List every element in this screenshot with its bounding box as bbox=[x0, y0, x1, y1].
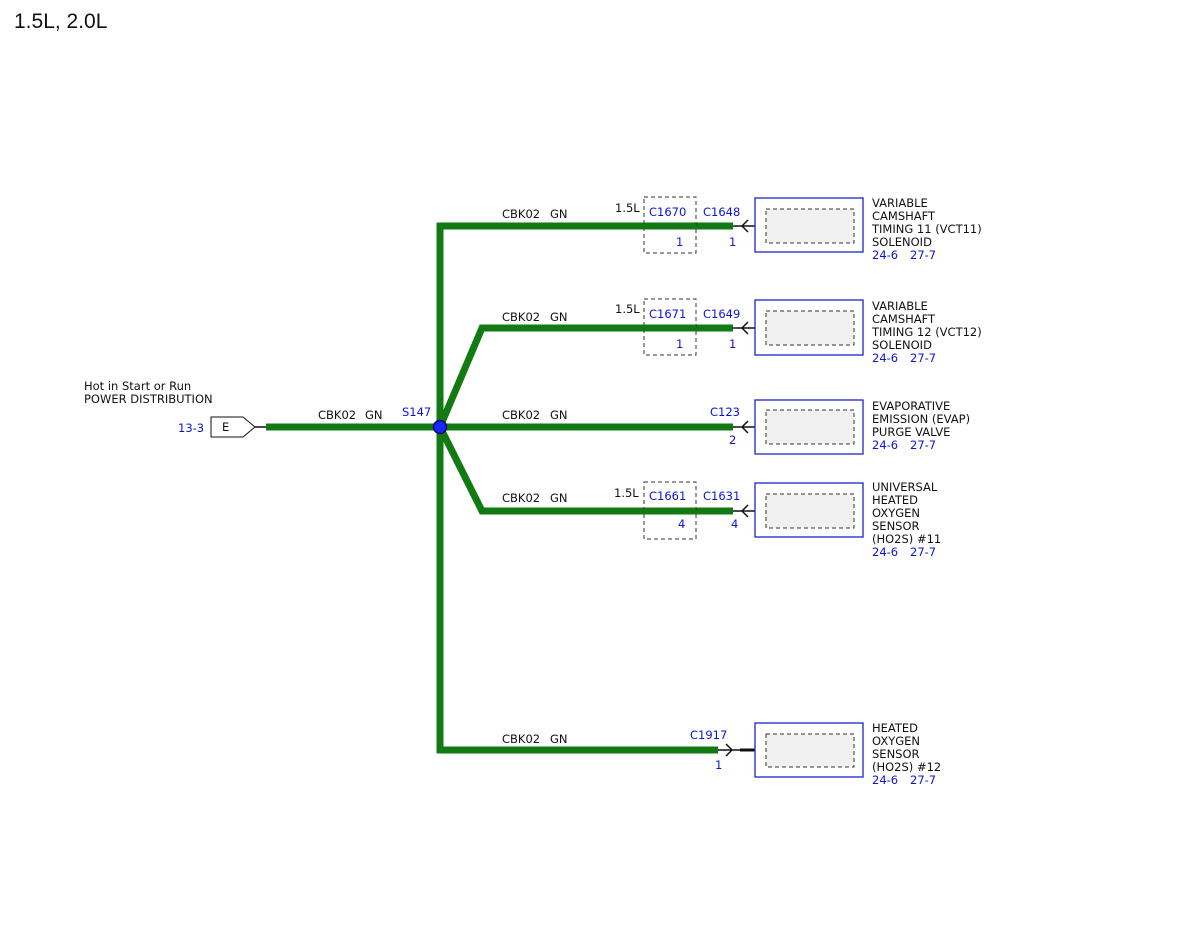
branch-3-component-line3: PURGE VALVE bbox=[872, 425, 950, 439]
source-label-line2: POWER DISTRIBUTION bbox=[84, 392, 213, 406]
branch-4-inline-connector[interactable]: C1661 bbox=[649, 489, 686, 503]
branch-3-female-pin-icon bbox=[740, 420, 749, 434]
branch-1-ref-1[interactable]: 24-6 bbox=[872, 248, 898, 262]
branch-4-inline-pin: 4 bbox=[678, 517, 685, 531]
branch-wire-5 bbox=[436, 427, 718, 754]
branch-4-female-pin-icon bbox=[740, 504, 749, 518]
branch-5-pin: 1 bbox=[715, 758, 722, 772]
splice-id[interactable]: S147 bbox=[402, 405, 431, 419]
branch-1-female-pin-icon bbox=[740, 219, 749, 233]
branch-1-component-line4: SOLENOID bbox=[872, 235, 932, 249]
branch-5-component-inner bbox=[765, 733, 855, 768]
source-terminal-label: E bbox=[222, 420, 229, 434]
branch-5-ref-1[interactable]: 24-6 bbox=[872, 773, 898, 787]
branch-2-wire-color: GN bbox=[550, 310, 568, 324]
branch-1-inline-pin: 1 bbox=[676, 235, 683, 249]
branch-3-pin: 2 bbox=[729, 433, 736, 447]
source-label-line1: Hot in Start or Run bbox=[84, 379, 191, 393]
branch-1-component-line1: VARIABLE bbox=[872, 196, 928, 210]
branch-wire-1 bbox=[436, 222, 733, 427]
branch-2: CBK02 GN 1.5L C1671 1 C1649 1 VARIABLE C… bbox=[502, 298, 982, 365]
branch-2-circuit: CBK02 bbox=[502, 310, 540, 324]
branch-1-inline-variant: 1.5L bbox=[615, 201, 640, 215]
branch-4-wire-color: GN bbox=[550, 491, 568, 505]
branch-4-component-line5: (HO2S) #11 bbox=[872, 532, 941, 546]
branch-1-connector[interactable]: C1648 bbox=[703, 205, 740, 219]
branch-1-inline-connector[interactable]: C1670 bbox=[649, 205, 686, 219]
branch-1-component-inner bbox=[765, 208, 855, 244]
branch-2-component-line3: TIMING 12 (VCT12) bbox=[871, 325, 982, 339]
branch-4-circuit: CBK02 bbox=[502, 491, 540, 505]
branch-3-circuit: CBK02 bbox=[502, 408, 540, 422]
branch-5-component-line4: (HO2S) #12 bbox=[872, 760, 941, 774]
trunk-wire-color: GN bbox=[365, 408, 383, 422]
branch-2-inline-variant: 1.5L bbox=[615, 302, 640, 316]
branch-1-pin: 1 bbox=[729, 235, 736, 249]
branch-3-ref-2[interactable]: 27-7 bbox=[910, 438, 936, 452]
branch-5-connector[interactable]: C1917 bbox=[690, 728, 727, 742]
branch-5: CBK02 GN C1917 1 HEATED OXYGEN SENSOR (H… bbox=[502, 721, 941, 787]
branch-5-wire-color: GN bbox=[550, 732, 568, 746]
branch-1-component-line3: TIMING 11 (VCT11) bbox=[871, 222, 982, 236]
branch-4-component-line2: HEATED bbox=[872, 493, 918, 507]
branch-3: CBK02 GN C123 2 EVAPORATIVE EMISSION (EV… bbox=[502, 399, 970, 455]
branch-3-wire-color: GN bbox=[550, 408, 568, 422]
branch-3-component-inner bbox=[765, 409, 855, 445]
branch-3-component-line2: EMISSION (EVAP) bbox=[872, 412, 970, 426]
branch-4-ref-2[interactable]: 27-7 bbox=[910, 545, 936, 559]
branch-4-component-line1: UNIVERSAL bbox=[872, 480, 938, 494]
source-page-ref[interactable]: 13-3 bbox=[178, 421, 204, 435]
branch-2-component-line4: SOLENOID bbox=[872, 338, 932, 352]
branch-4: CBK02 GN 1.5L C1661 4 C1631 4 UNIVERSAL … bbox=[502, 480, 941, 559]
branch-3-ref-1[interactable]: 24-6 bbox=[872, 438, 898, 452]
branch-2-inline-connector[interactable]: C1671 bbox=[649, 307, 686, 321]
branch-1-wire-color: GN bbox=[550, 207, 568, 221]
page-title: 1.5L, 2.0L bbox=[14, 10, 108, 33]
branch-2-female-pin-icon bbox=[740, 321, 749, 335]
branch-4-pin: 4 bbox=[731, 517, 738, 531]
branch-5-circuit: CBK02 bbox=[502, 732, 540, 746]
branch-5-ref-2[interactable]: 27-7 bbox=[910, 773, 936, 787]
branch-1-ref-2[interactable]: 27-7 bbox=[910, 248, 936, 262]
trunk-wire-circuit: CBK02 bbox=[318, 408, 356, 422]
branch-1: CBK02 GN 1.5L C1670 1 C1648 1 VARIABLE C… bbox=[502, 196, 982, 262]
branch-4-connector[interactable]: C1631 bbox=[703, 489, 740, 503]
branch-3-component-line1: EVAPORATIVE bbox=[872, 399, 950, 413]
branch-1-component-line2: CAMSHAFT bbox=[872, 209, 936, 223]
branch-5-component-line2: OXYGEN bbox=[872, 734, 920, 748]
branch-4-component-inner bbox=[765, 493, 855, 529]
branch-5-male-pin-icon bbox=[725, 743, 734, 757]
branch-2-pin: 1 bbox=[729, 337, 736, 351]
branch-3-connector[interactable]: C123 bbox=[710, 405, 740, 419]
branch-2-connector[interactable]: C1649 bbox=[703, 307, 740, 321]
branch-4-component-line4: SENSOR bbox=[872, 519, 920, 533]
branch-1-circuit: CBK02 bbox=[502, 207, 540, 221]
branch-5-component-line1: HEATED bbox=[872, 721, 918, 735]
branch-2-ref-2[interactable]: 27-7 bbox=[910, 351, 936, 365]
source-terminal-arrow bbox=[210, 416, 256, 438]
branch-2-inline-pin: 1 bbox=[676, 337, 683, 351]
branch-2-ref-1[interactable]: 24-6 bbox=[872, 351, 898, 365]
splice-point[interactable] bbox=[432, 419, 448, 435]
branch-2-component-line1: VARIABLE bbox=[872, 299, 928, 313]
branch-2-component-line2: CAMSHAFT bbox=[872, 312, 936, 326]
branch-5-component-line3: SENSOR bbox=[872, 747, 920, 761]
branch-4-ref-1[interactable]: 24-6 bbox=[872, 545, 898, 559]
branch-4-inline-variant: 1.5L bbox=[614, 486, 639, 500]
branch-2-component-inner bbox=[765, 310, 855, 346]
branch-4-component-line3: OXYGEN bbox=[872, 506, 920, 520]
